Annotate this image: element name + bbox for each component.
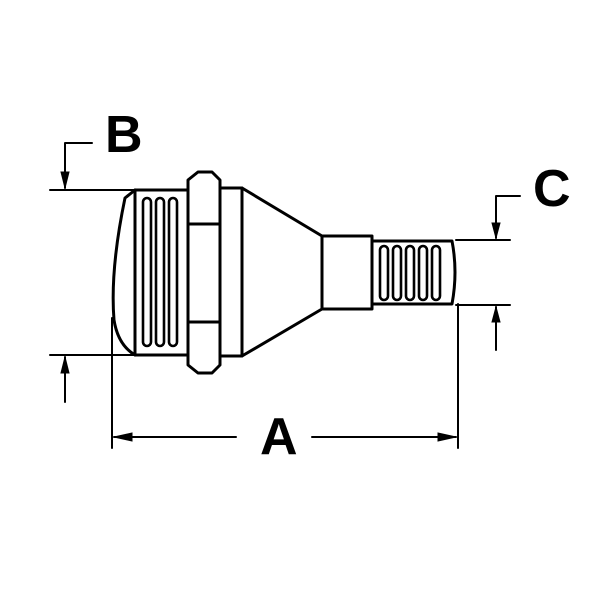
dimension-b-top-arrow bbox=[60, 171, 70, 189]
dimension-c-top-arrow bbox=[491, 222, 501, 240]
fitting-part bbox=[111, 170, 457, 375]
threaded-body-grooves bbox=[141, 196, 179, 348]
dimension-c-bottom-arrow bbox=[491, 305, 501, 323]
tapered-cone bbox=[218, 186, 324, 358]
dimension-b-leader bbox=[64, 142, 93, 189]
dimension-a: A bbox=[111, 303, 459, 466]
dimension-b: B bbox=[49, 106, 143, 403]
threaded-stem-outline bbox=[370, 239, 457, 306]
threaded-stem-grooves bbox=[378, 244, 442, 302]
hex-nut bbox=[186, 170, 222, 375]
dimension-a-left-arrow bbox=[113, 432, 133, 442]
dimension-a-label: A bbox=[260, 408, 298, 466]
dimension-c: C bbox=[455, 160, 571, 351]
dimension-a-right-arrow bbox=[437, 432, 457, 442]
dimension-c-leader bbox=[495, 195, 521, 239]
rear-cap bbox=[111, 188, 137, 357]
neck bbox=[320, 234, 374, 311]
dimension-b-label: B bbox=[105, 106, 143, 164]
dimension-c-label: C bbox=[533, 160, 571, 218]
dimension-b-bottom-arrow bbox=[60, 356, 70, 374]
